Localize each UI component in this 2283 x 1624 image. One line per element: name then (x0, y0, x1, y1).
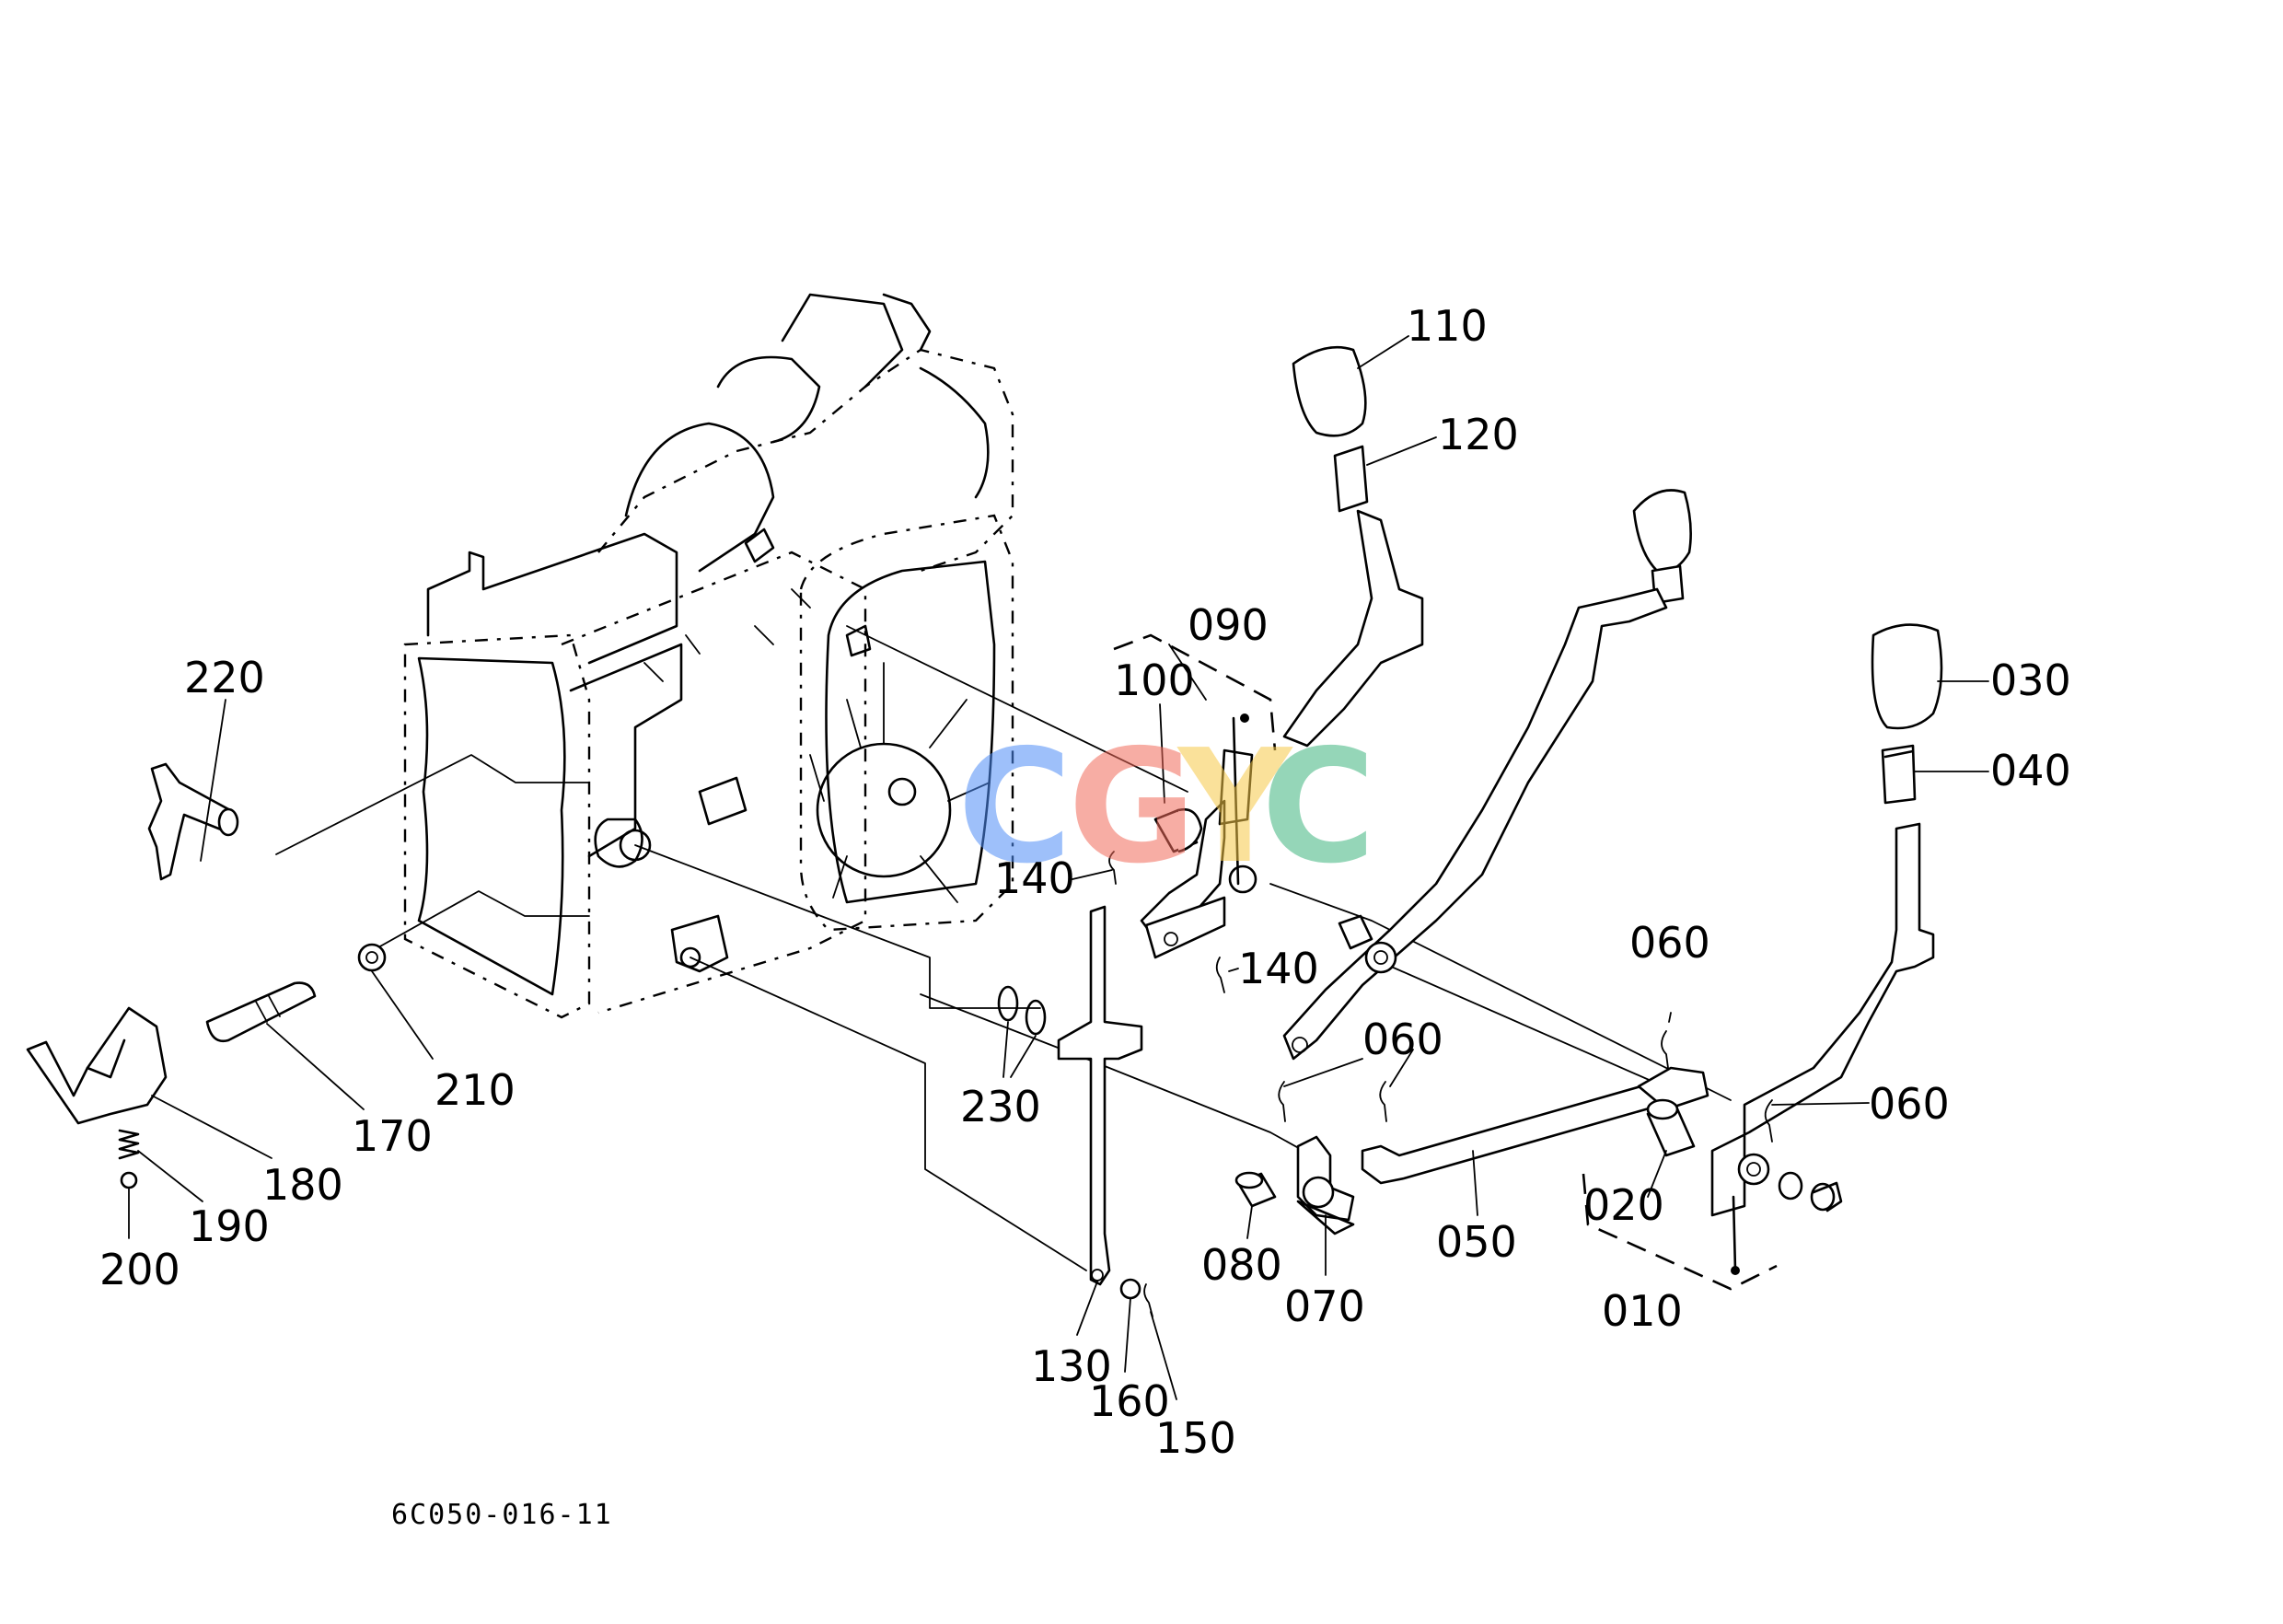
callout-230: 230 (960, 1082, 1041, 1131)
reference-code: 6C050-016-11 (391, 1499, 613, 1531)
joint-070 (1234, 1135, 1355, 1235)
callout-190: 190 (189, 1201, 270, 1251)
lever-110 (1108, 345, 1424, 993)
callout-120: 120 (1438, 410, 1519, 459)
watermark-letter-4: C (1261, 716, 1376, 899)
callout-130: 130 (1031, 1341, 1112, 1391)
callout-170: 170 (352, 1111, 433, 1161)
watermark-letter-3: Y (1176, 716, 1293, 899)
shift-fork-assembly (26, 762, 387, 1189)
callout-180: 180 (262, 1160, 343, 1210)
callout-020: 020 (1583, 1180, 1664, 1230)
rod-050 (1278, 1030, 1709, 1185)
callout-leaders (128, 335, 1989, 1400)
transmission-housing (403, 293, 1014, 1019)
callout-080: 080 (1201, 1240, 1282, 1290)
callout-210: 210 (435, 1065, 516, 1115)
callout-010: 010 (1602, 1286, 1683, 1336)
callout-140-a: 140 (994, 853, 1075, 903)
callout-150: 150 (1155, 1413, 1236, 1463)
callout-160: 160 (1089, 1376, 1170, 1426)
rod-130 (997, 905, 1153, 1317)
callout-060-a: 060 (1629, 918, 1710, 968)
callout-050: 050 (1436, 1217, 1517, 1267)
callout-110: 110 (1407, 301, 1488, 351)
long-lever (1282, 489, 1692, 1061)
callout-070: 070 (1284, 1282, 1365, 1331)
callout-030: 030 (1990, 655, 2071, 705)
callout-140-b: 140 (1238, 944, 1319, 993)
callout-220: 220 (184, 653, 265, 702)
callout-090: 090 (1188, 600, 1269, 650)
callout-100: 100 (1114, 655, 1195, 705)
callout-040: 040 (1990, 746, 2071, 795)
callout-060-b: 060 (1362, 1015, 1443, 1064)
lever-030 (1582, 623, 1943, 1291)
callout-labels: 110 120 090 100 220 030 040 140 140 060 … (99, 301, 2071, 1463)
callout-060-c: 060 (1869, 1079, 1950, 1129)
watermark: C G Y C (957, 716, 1376, 899)
watermark-letter-2: G (1068, 716, 1197, 899)
callout-200: 200 (99, 1245, 180, 1294)
watermark-letter-1: C (957, 716, 1072, 899)
leader-lines (275, 625, 1732, 1271)
